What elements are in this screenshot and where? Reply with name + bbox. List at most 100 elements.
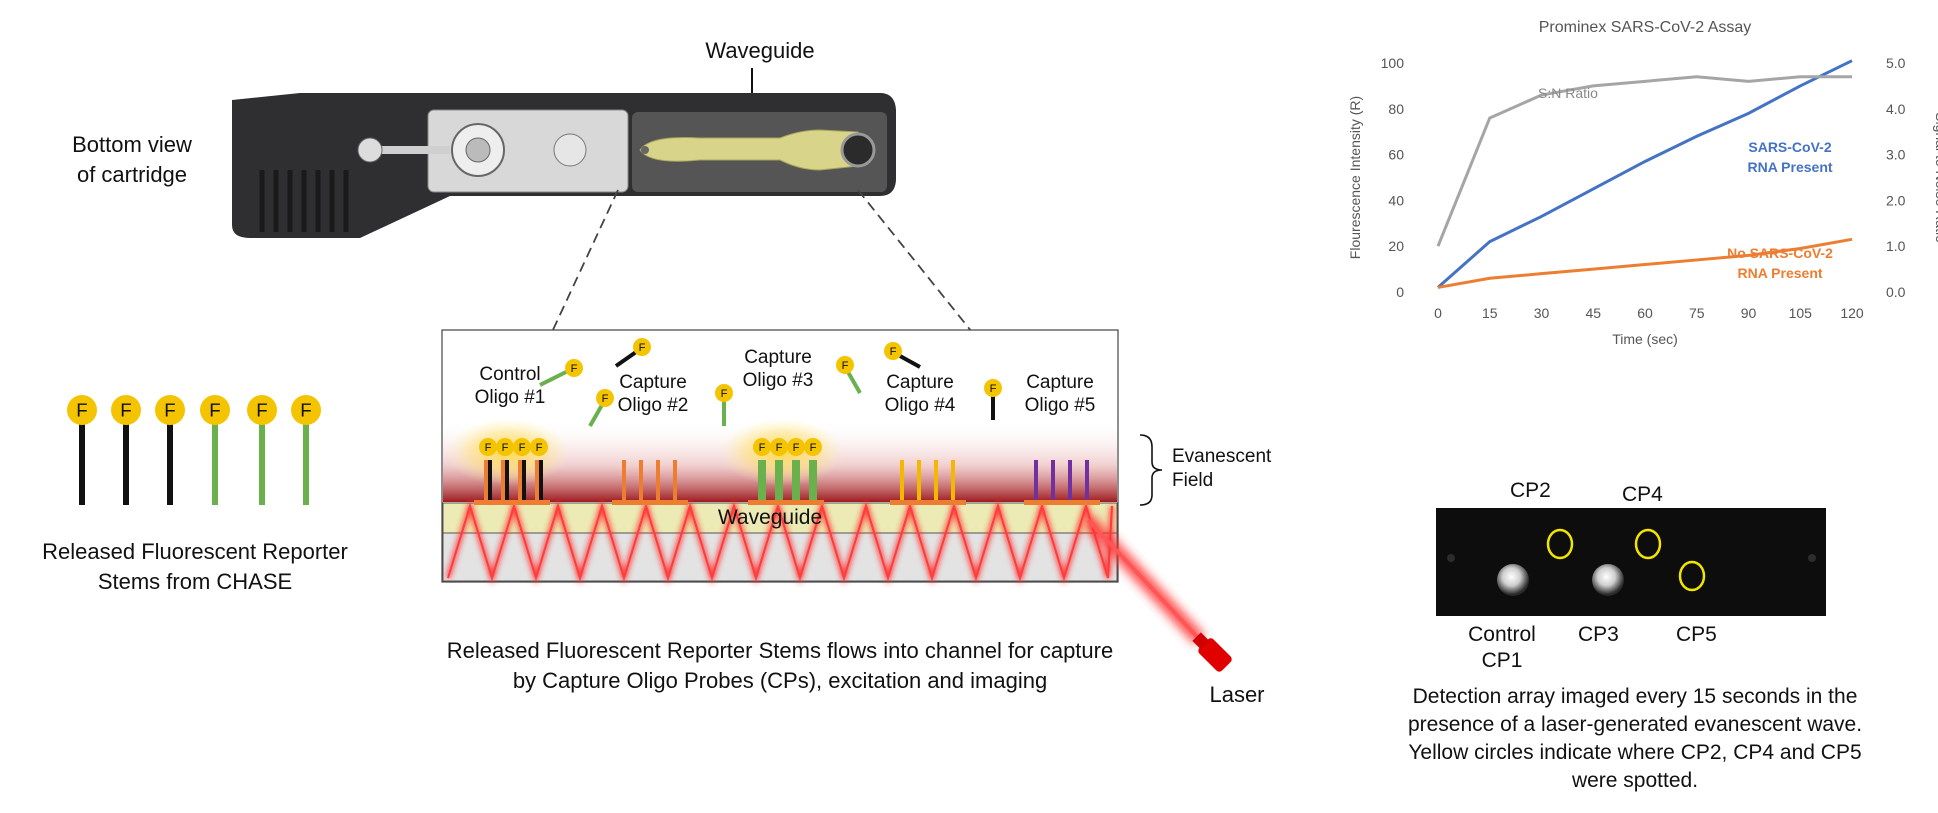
probe-label-3-line2: Oligo #3 [742,370,814,391]
svg-text:F: F [519,442,526,454]
substrate-layer [442,532,1118,582]
probe-label-4-line1: Capture [886,372,954,393]
svg-text:F: F [76,399,87,420]
reporter-stem: F [67,395,97,505]
fluorophore-icon: F [111,395,141,425]
x-tick-label: 0 [1434,305,1442,321]
array-label-cp1-line2: CP1 [1481,649,1523,672]
probe-label-2-line1: Capture [619,372,687,393]
assay-chart: Prominex SARS-CoV-2 Assay0204060801000.0… [1347,19,1938,347]
cartridge-view-label: Bottom view of cartridge [62,130,202,190]
capture-probe-2 [612,460,688,505]
x-axis-label: Time (sec) [1612,331,1678,347]
probe-label-5-line1: Capture [1026,372,1094,393]
svg-text:F: F [990,383,997,395]
array-label-cp3: CP3 [1578,623,1619,646]
fluorophore-icon: F [565,359,583,377]
fluorophore-icon: F [67,395,97,425]
probe-label-1-line1: Control [479,364,541,385]
fluorophore-icon: F [753,438,771,456]
x-tick-label: 15 [1482,305,1498,321]
fluorophore-icon: F [804,438,822,456]
x-tick-label: 60 [1637,305,1653,321]
array-caption-line2: presence of a laser-generated evanescent… [1407,713,1863,736]
series-label-sars-line2: RNA Present [1747,159,1832,175]
svg-text:F: F [300,399,311,420]
fluorophore-icon: F [247,395,277,425]
cartridge-view-label-line1: Bottom view [72,132,192,157]
reporter-stem: F [155,395,185,505]
fluorophore-icon: F [496,438,514,456]
svg-text:F: F [721,388,728,400]
array-caption: Detection array imaged every 15 seconds … [1385,683,1885,795]
y2-tick-label: 4.0 [1886,101,1906,117]
fluorophore-icon: F [513,438,531,456]
y-tick-label: 20 [1388,238,1404,254]
cartridge-waveguide-label: Waveguide [705,38,815,63]
reporter-caption: Released Fluorescent Reporter Stems from… [30,537,360,597]
array-label-cp2: CP2 [1510,479,1551,502]
evanescent-field-label: Evanescent Field [1172,445,1271,493]
channel-waveguide-label: Waveguide [717,506,823,529]
capture-probe-5 [1024,460,1100,505]
free-reporter: F [588,389,614,427]
array-label-cp1-line1: Control [1468,623,1536,646]
y-tick-label: 100 [1381,55,1405,71]
reporter-caption-line2: Stems from CHASE [97,569,293,594]
fluorophore-icon: F [530,438,548,456]
chart-title: Prominex SARS-CoV-2 Assay [1539,19,1752,36]
probe-label-5-line2: Oligo #5 [1024,395,1096,416]
series-label-sn: S:N Ratio [1538,85,1598,101]
series-label-nosars-line2: RNA Present [1737,265,1822,281]
svg-text:F: F [793,442,800,454]
probe-label-4: Capture Oligo #4 [870,371,970,417]
circle-cp4 [1634,528,1662,560]
spot-cp3 [1592,564,1624,596]
series-line-1 [1437,59,1853,289]
svg-text:F: F [842,360,849,372]
svg-text:F: F [502,442,509,454]
probe-label-3-line1: Capture [744,347,812,368]
cartridge-view-label-line2: of cartridge [76,162,188,187]
x-tick-label: 105 [1789,305,1813,321]
fluorophore-icon: F [291,395,321,425]
array-label-cp5: CP5 [1676,623,1717,646]
free-reporter: F [836,356,862,394]
x-tick-label: 120 [1840,305,1864,321]
array-label-cp4: CP4 [1622,483,1663,506]
fluorophore-icon: F [479,438,497,456]
laser-label: Laser [1209,682,1265,707]
fluorophore-icon: F [715,384,733,402]
channel-caption-line2: by Capture Oligo Probes (CPs), excitatio… [512,668,1048,693]
series-line-2 [1437,237,1853,289]
array-caption-line4: were spotted. [1571,769,1699,792]
free-reporter: F [884,342,921,369]
capture-probe-4 [890,460,966,505]
fluorophore-icon: F [155,395,185,425]
fluorophore-icon: F [787,438,805,456]
reporter-caption-line1: Released Fluorescent Reporter [42,539,348,564]
svg-text:F: F [602,393,609,405]
fluorophore-icon: F [770,438,788,456]
y-axis-label: Flourescence Intensity (R) [1347,96,1363,259]
fluorophore-icon: F [633,338,651,356]
svg-text:F: F [164,399,175,420]
detection-array-image [1436,508,1826,616]
y2-tick-label: 0.0 [1886,284,1906,300]
channel-caption-line1: Released Fluorescent Reporter Stems flow… [446,638,1114,663]
fluorophore-icon: F [836,356,854,374]
x-tick-label: 30 [1534,305,1550,321]
evanescent-field-label-line1: Evanescent [1172,446,1272,467]
probe-label-3: Capture Oligo #3 [728,346,828,392]
series-line-3 [1436,75,1852,247]
evanescent-field-label-line2: Field [1172,470,1214,491]
fluorophore-icon: F [596,389,614,407]
probe-label-1-line2: Oligo #1 [474,387,546,408]
free-reporter: F [715,384,733,426]
probe-label-2-line2: Oligo #2 [617,395,689,416]
svg-text:F: F [256,399,267,420]
